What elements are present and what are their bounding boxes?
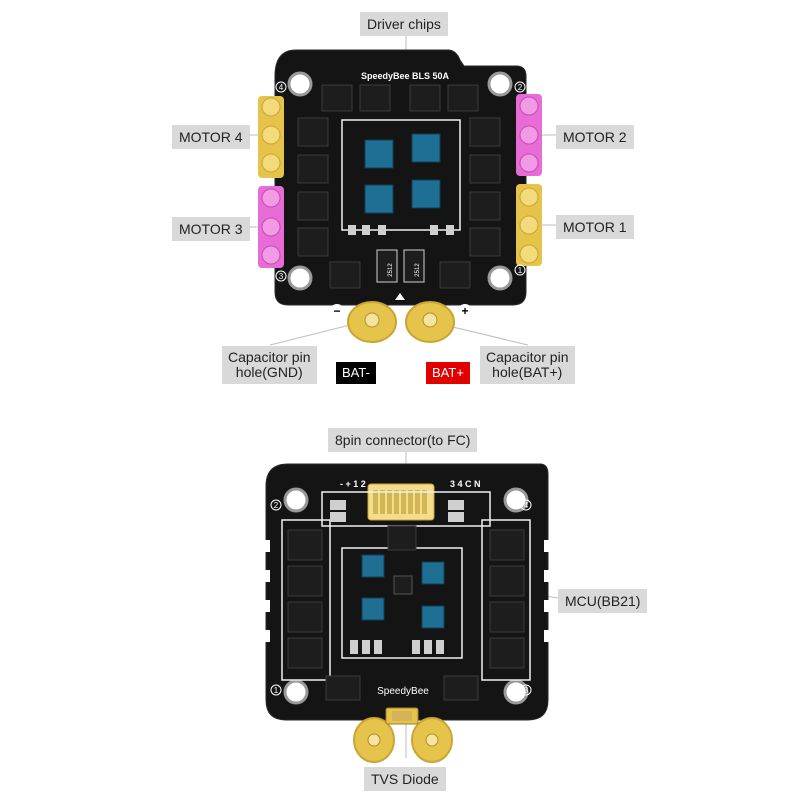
label-connector: 8pin connector(to FC) [328, 428, 478, 452]
svg-text:2: 2 [274, 501, 279, 510]
label-cap-bat: Capacitor pin hole(BAT+) [480, 346, 575, 384]
label-bat-neg: BAT- [336, 362, 376, 384]
top-board-title: SpeedyBee BLS 50A [361, 71, 450, 81]
top-corner-marks: 4 2 3 1 [275, 81, 526, 282]
top-arrow-mark [395, 293, 405, 300]
label-mcu: MCU(BB21) [558, 589, 648, 613]
bottom-left-frame [281, 519, 331, 681]
motor2-pads [516, 94, 542, 176]
8pin-connector [367, 483, 435, 521]
top-pcb [274, 49, 527, 306]
bottom-mosfets [287, 525, 525, 701]
bottom-corner-marks: 2 4 1 3 [270, 499, 532, 696]
top-mosfets [297, 84, 501, 289]
top-mounting-holes [287, 71, 513, 291]
battery-pads [347, 301, 455, 343]
bottom-small-components [330, 500, 464, 654]
svg-text:2: 2 [518, 83, 523, 92]
bottom-side-notches [258, 540, 556, 642]
cap-gnd-line [269, 321, 363, 346]
svg-text:1: 1 [518, 266, 523, 275]
motor4-pads [258, 96, 284, 178]
svg-text:1: 1 [274, 686, 279, 695]
top-center-frame [341, 119, 461, 231]
plus-marker-text: + [461, 304, 468, 318]
pin-marks-right: 3 4 C N [450, 479, 481, 489]
driver-chips [364, 133, 441, 214]
label-motor2: MOTOR 2 [556, 125, 634, 149]
minus-marker-text: − [333, 304, 340, 318]
pin-marks-left: - + 1 2 [340, 479, 366, 489]
label-bat-pos: BAT+ [426, 362, 470, 384]
label-cap-gnd: Capacitor pin hole(GND) [222, 346, 317, 384]
label-driver-chips: Driver chips [360, 12, 448, 36]
mcu-chip [393, 575, 413, 595]
svg-text:4: 4 [524, 501, 529, 510]
bottom-right-frame [481, 519, 531, 681]
top-small-components [348, 225, 454, 235]
label-tvs: TVS Diode [364, 767, 446, 791]
bottom-brand: SpeedyBee [377, 686, 429, 697]
minus-marker [330, 304, 344, 318]
label-motor1: MOTOR 1 [556, 215, 634, 239]
label-motor4: MOTOR 4 [172, 125, 250, 149]
svg-text:3: 3 [524, 686, 529, 695]
svg-text:4: 4 [279, 83, 284, 92]
bottom-blue-chips [361, 554, 445, 629]
motor3-pads [258, 186, 284, 268]
shunt-resistors: 2512 2512 [376, 249, 425, 283]
resistor-mark-1: 2512 [388, 263, 394, 277]
plus-marker [458, 304, 472, 318]
label-motor3: MOTOR 3 [172, 217, 250, 241]
svg-text:3: 3 [279, 272, 284, 281]
tvs-diode-area [353, 707, 453, 763]
motor1-pads [516, 184, 542, 266]
resistor-mark-2: 2512 [415, 263, 421, 277]
